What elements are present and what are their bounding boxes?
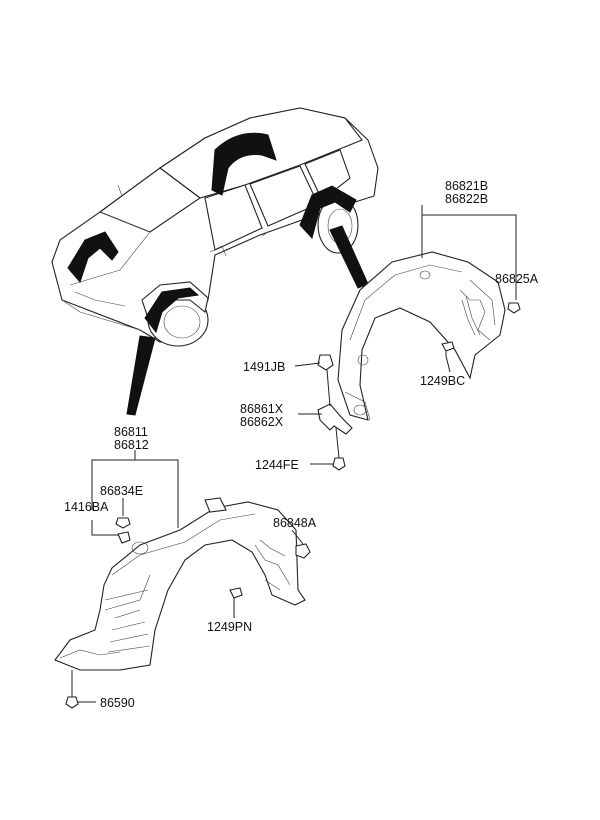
label-rear-liner-1: 86821B — [445, 179, 488, 193]
label-front-screw: 1249PN — [207, 620, 252, 634]
label-bottom-nut: 86590 — [100, 696, 135, 710]
car-illustration — [51, 107, 379, 416]
label-clip-1244: 1244FE — [255, 458, 299, 472]
label-front-liner-1: 86811 — [114, 425, 148, 439]
rear-fasteners — [317, 302, 521, 471]
label-clip-1491: 1491JB — [243, 360, 285, 374]
label-front-clip: 86848A — [273, 516, 317, 530]
label-bracket-1: 86861X — [240, 402, 284, 416]
part-labels: 86821B 86822B 86825A 1249BC 1491JB 86861… — [64, 179, 539, 710]
label-rear-liner-2: 86822B — [445, 192, 488, 206]
front-wheel-liner — [54, 497, 306, 671]
label-rear-screw: 1249BC — [420, 374, 465, 388]
leader-lines — [71, 205, 517, 703]
label-rear-nut: 86825A — [495, 272, 539, 286]
label-front-bolt: 1416BA — [64, 500, 109, 514]
label-front-liner-2: 86812 — [114, 438, 149, 452]
label-bracket-2: 86862X — [240, 415, 284, 429]
label-front-nut: 86834E — [100, 484, 143, 498]
front-fasteners — [65, 517, 311, 709]
rear-wheel-liner — [337, 251, 506, 421]
